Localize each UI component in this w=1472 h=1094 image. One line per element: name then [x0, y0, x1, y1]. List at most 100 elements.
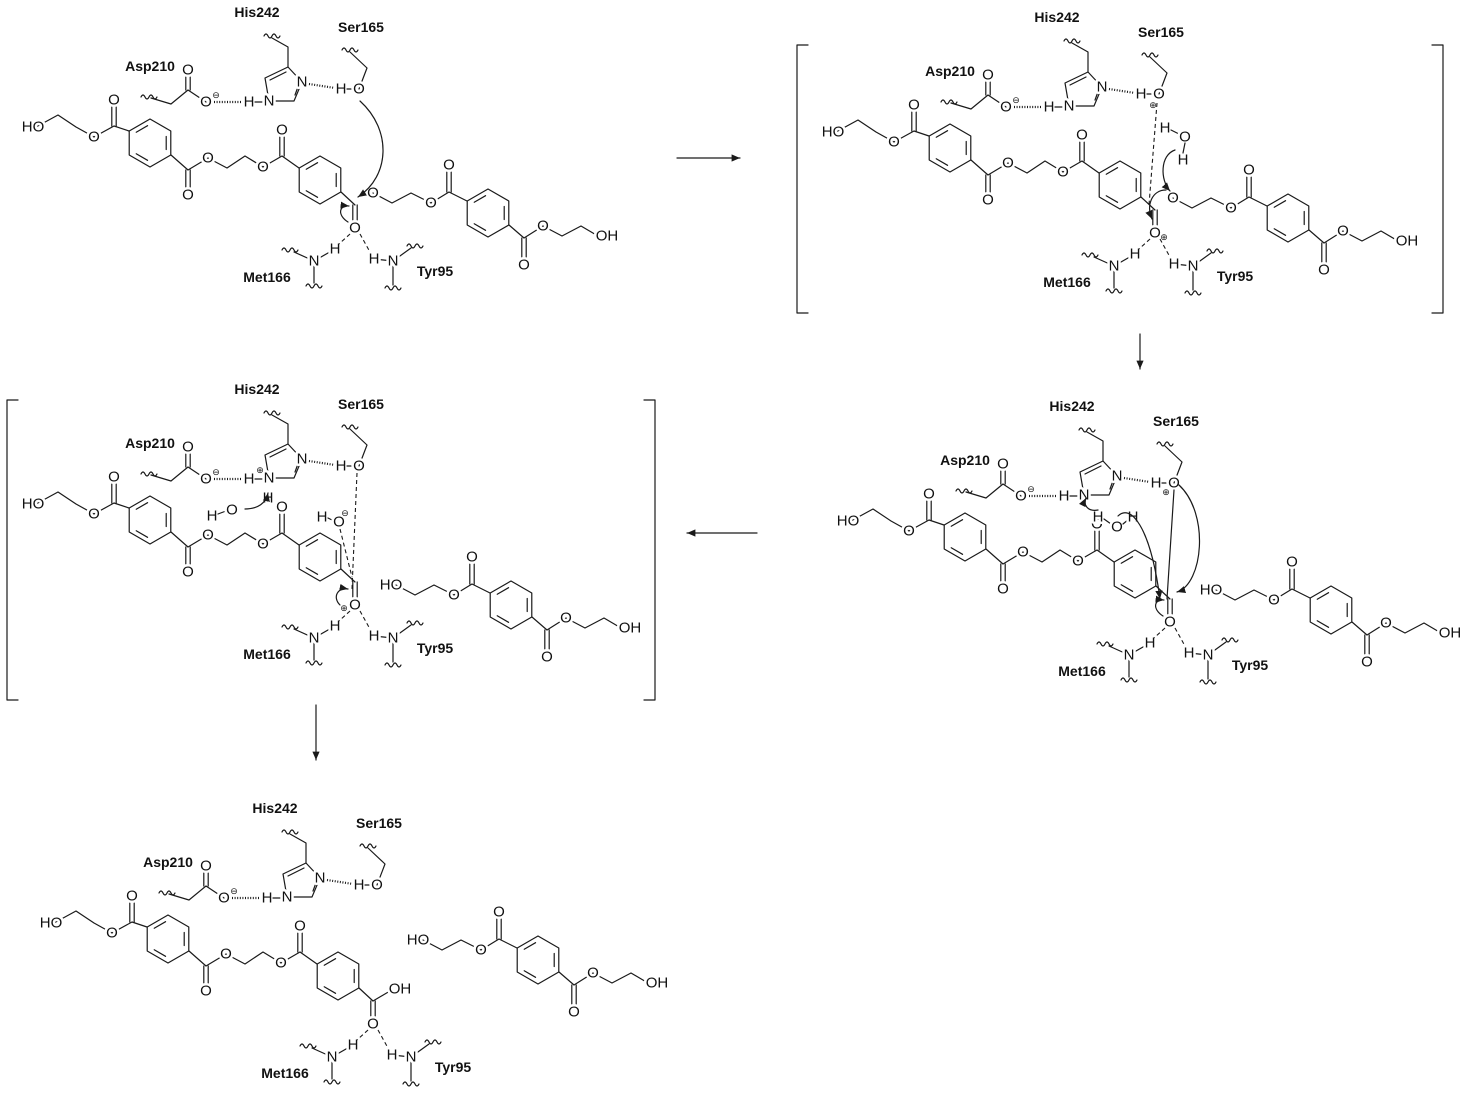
- charge-plus: ⊕: [1160, 232, 1168, 242]
- hydrogen-bond: [1138, 238, 1151, 250]
- atom-label: O: [182, 439, 194, 456]
- bond: [217, 510, 227, 515]
- curved-arrow-icon: [244, 492, 270, 510]
- atom-label: HO: [837, 513, 860, 530]
- atom-label: O: [1337, 223, 1349, 240]
- bracket-right: [643, 399, 656, 701]
- hydrogen-bond: [356, 1029, 369, 1041]
- atom-label: O: [353, 458, 365, 475]
- bond-chain: [965, 483, 1022, 499]
- bond: [1170, 129, 1182, 136]
- bond: [1173, 263, 1194, 267]
- atom-label: N: [1097, 79, 1108, 96]
- bond-chain: [53, 910, 148, 934]
- aromatic-bond: [950, 519, 964, 527]
- atom-label: O: [1076, 127, 1088, 144]
- residue-label-met166: Met166: [243, 269, 291, 285]
- bond-chain: [1164, 445, 1183, 484]
- atom-label: O: [1164, 614, 1176, 631]
- benzene-ring: [128, 495, 172, 545]
- wavy-bond-icon: [263, 33, 281, 39]
- atom-label: O: [200, 471, 212, 488]
- residue-label-his242: His242: [252, 800, 297, 816]
- atom-label: OH: [596, 228, 619, 245]
- atom-label: O: [888, 134, 900, 151]
- benzene-ring: [128, 118, 172, 168]
- aromatic-bond: [935, 130, 949, 138]
- curved-arrow-icon: [340, 201, 350, 223]
- wavy-bond-icon: [1199, 679, 1217, 685]
- bond-chain: [35, 114, 130, 138]
- bond: [373, 635, 394, 639]
- wavy-bond-icon: [140, 94, 158, 100]
- atom-label: O: [1268, 592, 1280, 609]
- atom-label: HO: [22, 119, 45, 136]
- bond-chain: [1215, 588, 1311, 601]
- bond: [1122, 518, 1130, 525]
- residue-label-his242: His242: [234, 4, 279, 20]
- imidazole-ring: [282, 862, 321, 898]
- atom-label: HO: [22, 496, 45, 513]
- wavy-bond-icon: [1184, 290, 1202, 296]
- bond: [392, 624, 412, 639]
- forming-bond: [1148, 102, 1158, 206]
- charge-minus: ⊖: [212, 90, 220, 100]
- atom-label: O: [587, 965, 599, 982]
- aromatic-bond: [153, 921, 167, 929]
- bond-chain: [1172, 196, 1268, 209]
- aromatic-bond: [135, 530, 149, 538]
- curved-arrow-icon: [1176, 484, 1200, 593]
- forming-bond: [339, 528, 353, 578]
- benzene-ring: [1113, 549, 1157, 599]
- atom-label: O: [108, 469, 120, 486]
- wavy-bond-icon: [323, 1079, 341, 1085]
- benzene-ring: [1098, 160, 1142, 210]
- bond-chain: [168, 885, 225, 901]
- curved-arrow-icon: [1161, 149, 1176, 192]
- charge-minus: ⊖: [1012, 95, 1020, 105]
- aromatic-bond: [1273, 228, 1287, 236]
- bond: [1188, 652, 1209, 656]
- bond-chain: [395, 583, 491, 596]
- bond: [391, 1054, 412, 1058]
- wavy-bond-icon: [424, 1039, 442, 1045]
- aromatic-bond: [935, 158, 949, 166]
- atom-label: O: [126, 888, 138, 905]
- atom-label: OH: [646, 975, 669, 992]
- bond-chain: [271, 414, 289, 445]
- bond: [1113, 253, 1136, 267]
- aromatic-bond: [1273, 200, 1287, 208]
- aromatic-bond: [135, 125, 149, 133]
- atom-label: H: [1059, 488, 1070, 505]
- aromatic-bond: [1105, 167, 1119, 175]
- atom-label: O: [982, 67, 994, 84]
- atom-label: HO: [380, 577, 403, 594]
- atom-label: HO: [40, 915, 63, 932]
- bond-chain: [531, 616, 622, 631]
- aromatic-bond: [1316, 592, 1330, 600]
- atom-label: H: [1178, 152, 1189, 169]
- atom-label: O: [1243, 162, 1255, 179]
- hydrogen-bond: [1174, 627, 1186, 647]
- atom-label: O: [88, 129, 100, 146]
- charge-minus: ⊖: [230, 886, 238, 896]
- atom-label: N: [282, 889, 293, 906]
- atom-label: O: [200, 983, 212, 1000]
- atom-label: O: [200, 858, 212, 875]
- atom-label: O: [448, 587, 460, 604]
- atom-label: O: [1153, 86, 1165, 103]
- wavy-bond-icon: [1078, 427, 1096, 433]
- benzene-ring: [298, 155, 342, 205]
- double-bond: [287, 867, 305, 877]
- atom-label: O: [1149, 225, 1161, 242]
- atom-label: N: [309, 253, 320, 270]
- bond: [293, 628, 315, 639]
- atom-label: N: [1109, 258, 1120, 275]
- bond: [1128, 642, 1151, 656]
- atom-label: H: [317, 509, 328, 526]
- bond: [1207, 641, 1227, 656]
- atom-label: N: [388, 630, 399, 647]
